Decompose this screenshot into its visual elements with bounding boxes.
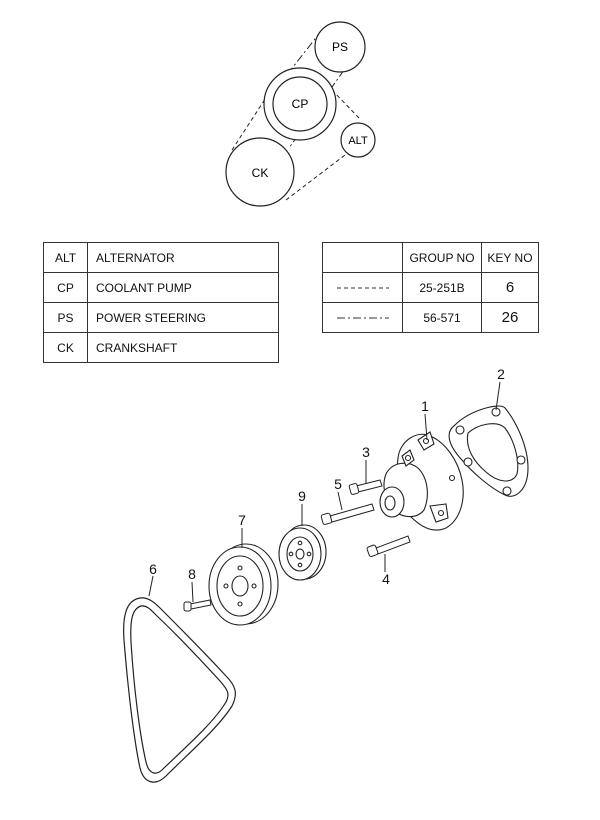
legend-abbr: PS	[43, 302, 88, 333]
bolt-5	[320, 503, 375, 525]
group-row: 25-251B 6	[322, 272, 539, 303]
alternator-pulley	[340, 122, 376, 158]
callout-8: 8	[188, 566, 196, 582]
crankshaft-pulley	[225, 137, 295, 207]
legend-row: CK CRANKSHAFT	[43, 332, 279, 363]
callout-6-leader	[148, 575, 154, 597]
alt-label: ALT	[348, 135, 368, 147]
ck-label: CK	[252, 166, 269, 180]
group-header-row: GROUP NO KEY NO	[322, 242, 539, 273]
legend-row: PS POWER STEERING	[43, 302, 279, 333]
group-row: 56-571 26	[322, 302, 539, 333]
callout-7: 7	[238, 512, 246, 528]
legend-name: ALTERNATOR	[87, 242, 279, 273]
cp-label: CP	[292, 97, 309, 111]
legend-abbr: CP	[43, 272, 88, 303]
drive-belt	[123, 597, 236, 783]
key-no-header: KEY NO	[481, 242, 539, 273]
pulley-legend-table: ALT ALTERNATOR CP COOLANT PUMP PS POWER …	[43, 242, 279, 363]
group-key-table: GROUP NO KEY NO 25-251B 6 56-571 26	[322, 242, 539, 333]
callout-8-leader	[191, 581, 194, 603]
callout-5-leader	[337, 491, 343, 511]
bolt-8	[183, 599, 212, 612]
water-pump-pulley	[278, 524, 327, 581]
bolt-4	[366, 535, 411, 558]
group-no-cell: 56-571	[402, 302, 482, 333]
callout-2: 2	[497, 366, 505, 382]
ps-label: PS	[332, 40, 348, 54]
dash-dot-line-sample	[322, 302, 403, 333]
callout-6: 6	[149, 561, 157, 577]
coolant-pump-pulley-inner	[272, 76, 328, 132]
callout-2-leader	[495, 381, 501, 411]
callout-1: 1	[421, 398, 429, 414]
callout-5: 5	[334, 476, 342, 492]
callout-3: 3	[362, 444, 370, 460]
line-style-header	[322, 242, 403, 273]
callout-4: 4	[382, 571, 390, 587]
water-pump-gasket	[448, 405, 529, 497]
power-steering-pulley	[314, 21, 366, 73]
callout-9: 9	[298, 488, 306, 504]
water-pump-body	[379, 431, 464, 531]
key-no-cell: 6	[481, 272, 539, 303]
legend-row: CP COOLANT PUMP	[43, 272, 279, 303]
group-no-cell: 25-251B	[402, 272, 482, 303]
legend-row: ALT ALTERNATOR	[43, 242, 279, 273]
bolt-3	[348, 479, 383, 495]
callout-1-leader	[424, 413, 428, 441]
crankshaft-pulley	[208, 543, 279, 626]
belt-routing-diagram: PS CP ALT CK	[225, 21, 376, 207]
legend-name: COOLANT PUMP	[87, 272, 279, 303]
key-no-cell: 26	[481, 302, 539, 333]
legend-name: CRANKSHAFT	[87, 332, 279, 363]
legend-name: POWER STEERING	[87, 302, 279, 333]
dashed-line-sample	[322, 272, 403, 303]
legend-abbr: ALT	[43, 242, 88, 273]
legend-abbr: CK	[43, 332, 88, 363]
group-no-header: GROUP NO	[402, 242, 482, 273]
alternator-belt-route	[231, 72, 360, 201]
